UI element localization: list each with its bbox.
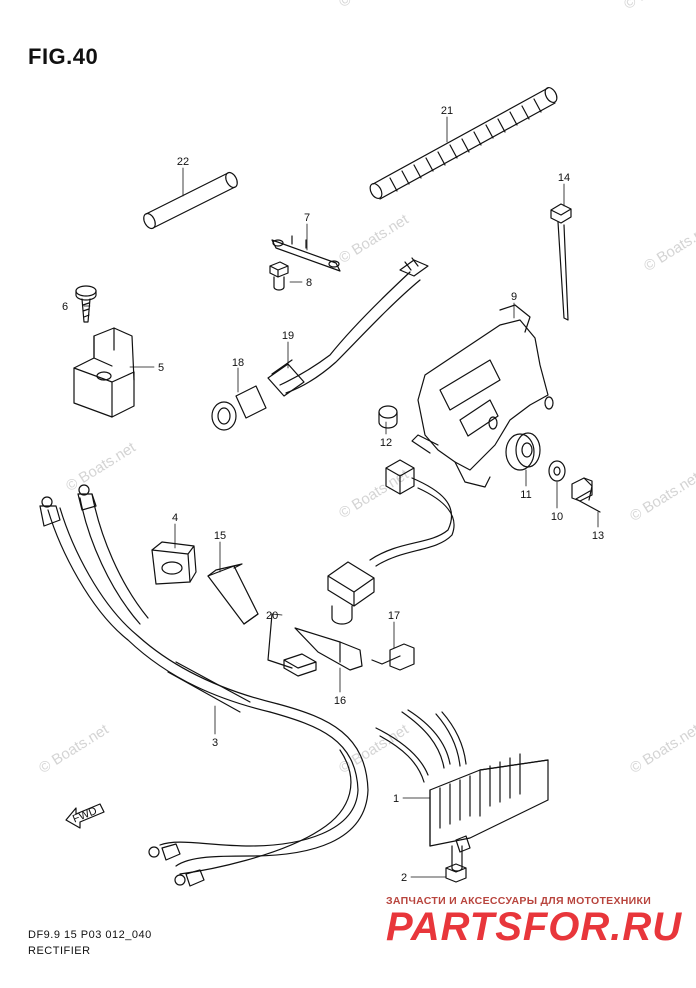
- diagram-name: RECTIFIER: [28, 945, 91, 957]
- callout-18: 18: [232, 357, 244, 369]
- callout-5: 5: [158, 362, 164, 374]
- callout-14: 14: [558, 172, 570, 184]
- part-22-tube: [143, 171, 238, 230]
- callout-6: 6: [62, 301, 68, 313]
- part-20-sensor-assembly: [267, 459, 455, 677]
- fwd-arrow: [65, 803, 105, 829]
- callout-16: 16: [334, 695, 346, 707]
- figure-title: FIG.40: [28, 44, 99, 69]
- callout-22: 22: [177, 156, 189, 168]
- callout-13: 13: [592, 530, 604, 542]
- callout-9: 9: [511, 291, 517, 303]
- part-21-spiral-wrap: [369, 86, 558, 200]
- fwd-label: FWD: [71, 805, 99, 826]
- leader-lines: [83, 116, 599, 878]
- part-14-cable-tie: [550, 203, 572, 321]
- harness-sensor: [211, 257, 429, 431]
- callout-labels: 21 22 14 7 6 8 9 5 18 19 12 11 10 13 4 1…: [62, 105, 604, 884]
- part-5-clamp: [73, 327, 135, 418]
- callout-20: 20: [266, 610, 278, 622]
- callout-12: 12: [380, 437, 392, 449]
- brand-caption: ЗАПЧАСТИ И АКСЕССУАРЫ ДЛЯ МОТОТЕХНИКИ: [386, 895, 652, 907]
- part-6-screw: [75, 285, 97, 323]
- callout-2: 2: [401, 872, 407, 884]
- part-3-wire-harness: [39, 484, 369, 887]
- part-12-cap: [378, 405, 398, 429]
- part-4-pad: [151, 541, 197, 585]
- callout-10: 10: [551, 511, 563, 523]
- part-8-bolt: [269, 261, 289, 291]
- brand-logo: PARTSFOR.RU: [386, 905, 683, 949]
- part-7-bracket: [271, 235, 341, 272]
- callout-4: 4: [172, 512, 178, 524]
- part-13-bolt: [571, 477, 601, 513]
- callout-19: 19: [282, 330, 294, 342]
- callout-7: 7: [304, 212, 310, 224]
- part-10-washer: [548, 460, 566, 482]
- callout-15: 15: [214, 530, 226, 542]
- callout-8: 8: [306, 277, 312, 289]
- callout-3: 3: [212, 737, 218, 749]
- callout-17: 17: [388, 610, 400, 622]
- callout-21: 21: [441, 105, 453, 117]
- part-9-bracket: [411, 304, 554, 488]
- diagram-code: DF9.9 15 P03 012_040: [28, 929, 152, 941]
- callout-1: 1: [393, 793, 399, 805]
- part-11-grommet: [505, 432, 541, 471]
- part-17-bolt: [371, 643, 415, 671]
- part-15-pad: [207, 563, 259, 625]
- callout-11: 11: [520, 489, 531, 501]
- part-2-bolt: [445, 845, 467, 883]
- part-1-rectifier: [375, 709, 549, 853]
